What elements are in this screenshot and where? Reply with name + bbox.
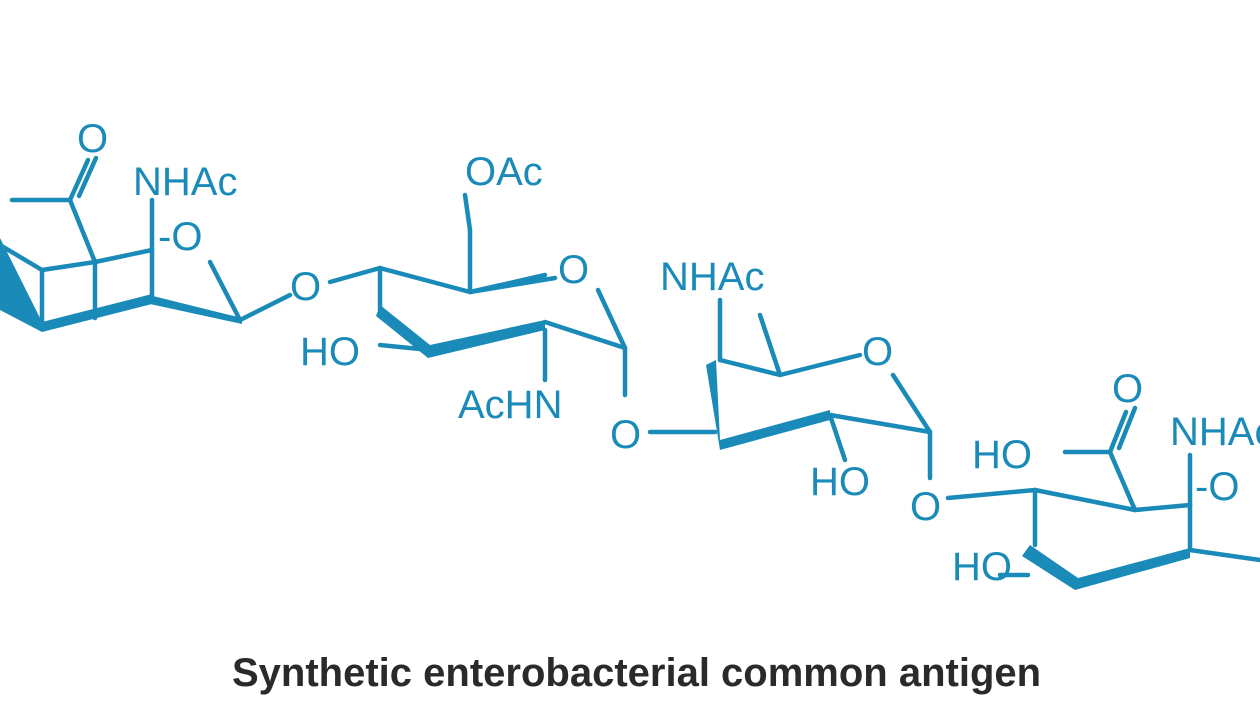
label-o-ring-4: -O <box>1195 465 1239 509</box>
label-o-link-1: O <box>290 265 321 309</box>
molecular-structure: O NHAc -O O OAc O HO AcHN NHAc O O HO O … <box>0 117 1260 590</box>
label-nhac-3: NHAc <box>660 255 764 299</box>
label-ho-acid-4: HO <box>972 433 1032 477</box>
label-ho-4: HO <box>952 545 1012 589</box>
label-o-ring-3: O <box>862 330 893 374</box>
label-o-ring-1: -O <box>158 215 202 259</box>
label-oac: OAc <box>465 150 543 194</box>
label-o-link-2: O <box>610 413 641 457</box>
residue-2 <box>327 192 628 398</box>
label-ho-3: HO <box>810 460 870 504</box>
residue-4 <box>945 405 1260 590</box>
label-ho-2: HO <box>300 330 360 374</box>
label-o-carbonyl-1: O <box>77 117 108 161</box>
label-nhac-1: NHAc <box>133 160 237 204</box>
label-o-ring-2: O <box>558 248 589 292</box>
caption: Synthetic enterobacterial common antigen <box>232 651 1042 695</box>
label-achn-2: AcHN <box>458 383 562 427</box>
residue-1 <box>0 155 293 332</box>
residue-3 <box>647 297 933 481</box>
label-o-link-3: O <box>910 485 941 529</box>
label-o-carbonyl-4: O <box>1112 367 1143 411</box>
label-nhac-4: NHAc <box>1170 410 1260 454</box>
